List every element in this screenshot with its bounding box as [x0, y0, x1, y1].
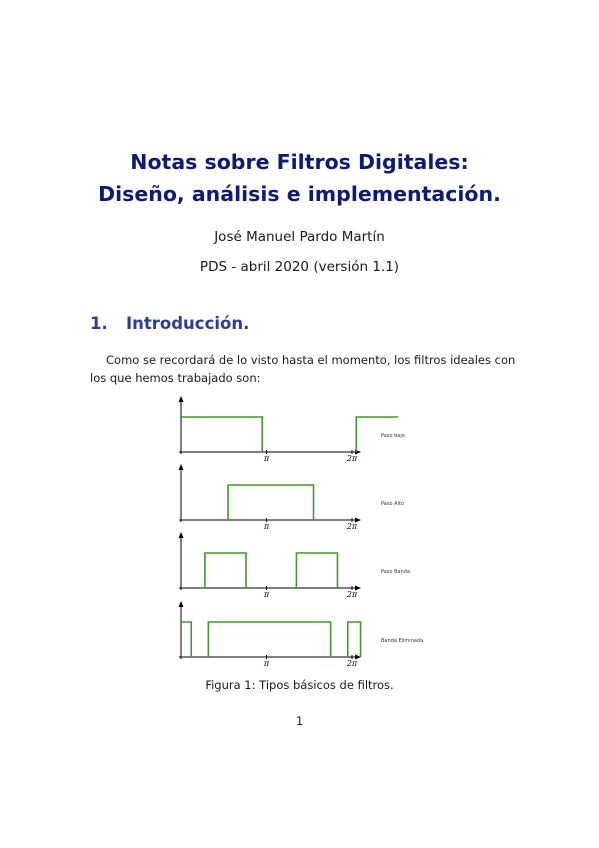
y-axis-arrow — [178, 532, 184, 538]
tick-label-2pi: 2π — [346, 454, 358, 463]
intro-paragraph: Como se recordará de lo visto hasta el m… — [90, 351, 520, 387]
filter-response — [181, 621, 362, 657]
title-line-2: Diseño, análisis e implementación. — [98, 182, 501, 206]
y-axis-arrow — [178, 464, 184, 470]
tick-label-pi: π — [263, 590, 270, 599]
page-number: 1 — [295, 714, 304, 728]
y-axis-arrow — [178, 396, 184, 402]
title-line-1: Notas sobre Filtros Digitales: — [130, 150, 469, 174]
filter-response — [227, 484, 315, 520]
date-version: PDS - abril 2020 (versión 1.1) — [199, 259, 400, 275]
figure-caption: Figura 1: Tipos básicos de filtros. — [205, 678, 394, 692]
tick-label-pi: π — [263, 522, 270, 531]
x-axis-arrow — [355, 654, 361, 660]
tick-label-2pi: 2π — [346, 590, 358, 599]
filter-response — [204, 552, 339, 588]
y-axis-arrow — [178, 601, 184, 607]
panel-label: Paso Banda — [381, 569, 410, 575]
author: José Manuel Pardo Martín — [214, 229, 385, 245]
filter-response — [181, 416, 399, 452]
section-number: 1. — [90, 314, 108, 333]
x-axis-arrow — [355, 585, 361, 591]
tick-label-pi: π — [263, 454, 270, 463]
panel-label: Paso Alto — [381, 501, 404, 507]
section-heading: 1. Introducción. — [90, 314, 249, 333]
section-title: Introducción. — [126, 314, 250, 333]
tick-label-pi: π — [263, 659, 270, 668]
tick-label-2pi: 2π — [346, 522, 358, 531]
x-axis-arrow — [355, 517, 361, 523]
panel-label: Banda Eliminada — [381, 638, 423, 644]
tick-label-2pi: 2π — [346, 659, 358, 668]
intro-text: Como se recordará de lo visto hasta el m… — [90, 353, 516, 385]
panel-label: Paso bajo — [381, 433, 405, 439]
